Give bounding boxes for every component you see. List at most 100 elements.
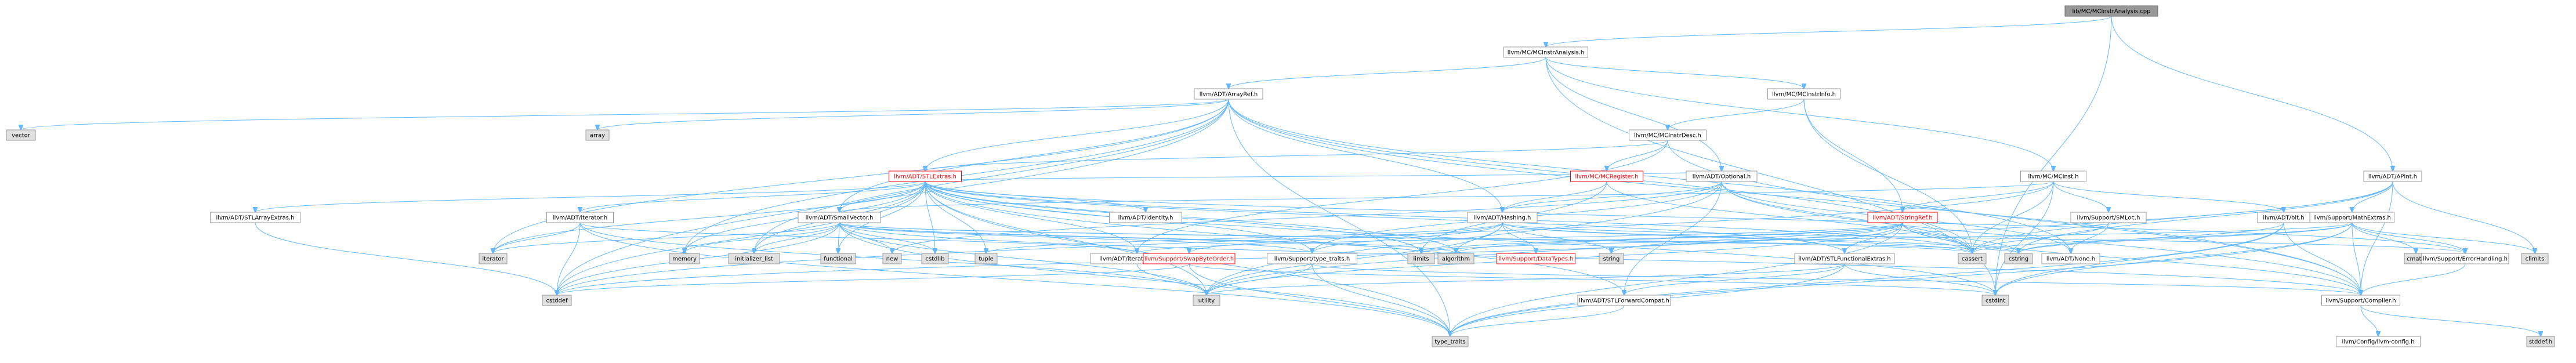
node-box [2004, 253, 2033, 264]
edge-arrayref_h-to-array [597, 99, 1229, 130]
node-mcregister-h[interactable]: llvm/MC/MCRegister.h [1570, 170, 1643, 182]
edge-stringref_h-to-string [1611, 222, 1903, 253]
node-box [1867, 212, 1938, 223]
node-stlarrayextras-h[interactable]: llvm/ADT/STLArrayExtras.h [210, 212, 300, 223]
node-box [1794, 253, 1895, 264]
edge-hashing_h-to-type_traits_h [1312, 222, 1503, 253]
node-datatypes-h[interactable]: llvm/Support/DataTypes.h [1497, 253, 1575, 264]
node-label: llvm/ADT/StringRef.h [1872, 215, 1932, 222]
edge-mcinstrdesc_h-to-mcregister_h [1607, 140, 1668, 171]
edge-stlextras_h-to-iterator_range_h [925, 181, 1137, 253]
edge-optional_h-to-utility [1207, 181, 1722, 295]
node-label: llvm/MC/MCInstrDesc.h [1634, 133, 1701, 139]
node-stlforwardcompat-h[interactable]: llvm/ADT/STLForwardCompat.h [1577, 295, 1671, 306]
node-box [2336, 336, 2421, 347]
edge-smallvector_h-to-limits [839, 222, 1421, 253]
edge-iterator_range_h-to-utility [1136, 263, 1207, 295]
edge-root-to-apint_h [2111, 16, 2393, 171]
node-box [1570, 170, 1643, 182]
node-label: llvm/ADT/ArrayRef.h [1200, 92, 1258, 98]
node-array: array [585, 129, 610, 141]
edge-iterator_h-to-type_traits [579, 222, 1450, 336]
node-box [1503, 46, 1588, 58]
edge-smloc_h-to-none_h [2071, 222, 2109, 253]
node-label: llvm/ADT/STLExtras.h [894, 174, 957, 180]
node-box [1437, 253, 1474, 264]
node-label: llvm/ADT/identity.h [1118, 215, 1173, 222]
node-box [820, 253, 856, 264]
node-stlfunctionalextras-h[interactable]: llvm/ADT/STLFunctionalExtras.h [1794, 253, 1895, 264]
node-arrayref-h[interactable]: llvm/ADT/ArrayRef.h [1194, 88, 1263, 100]
edge-stringref_h-to-cstring [1902, 222, 2019, 253]
edge-arrayref_h-to-stlextras_h [925, 99, 1229, 171]
edge-mcinst_h-to-smloc_h [2053, 181, 2108, 212]
edge-mcinst_h-to-stringref_h [1903, 181, 2054, 212]
node-stlextras-h[interactable]: llvm/ADT/STLExtras.h [889, 170, 962, 182]
node-optional-h[interactable]: llvm/ADT/Optional.h [1686, 170, 1758, 182]
node-stringref-h[interactable]: llvm/ADT/StringRef.h [1867, 212, 1938, 223]
node-label: llvm/ADT/SmallVector.h [806, 215, 874, 222]
node-new: new [882, 253, 902, 264]
node-mcinstranalysis-h[interactable]: llvm/MC/MCInstrAnalysis.h [1503, 46, 1588, 58]
node-initializer-list: initializer_list [728, 253, 780, 264]
edge-optional_h-to-cassert [1721, 181, 1972, 253]
node-label: cstddef [546, 298, 568, 304]
node-box [1599, 253, 1624, 264]
node-box [2321, 295, 2400, 306]
node-root[interactable]: lib/MC/MCInstrAnalysis.cpp [2064, 5, 2158, 17]
node-llvm-config-h[interactable]: llvm/Config/llvm-config.h [2336, 336, 2421, 347]
edge-mcinstranalysis_h-to-optional_h [1545, 57, 1722, 171]
edge-mcinst_h-to-cassert [1972, 181, 2054, 253]
edge-mcinst_h-to-smallvector_h [839, 181, 2054, 212]
node-label: llvm/Support/ErrorHandling.h [2423, 256, 2508, 263]
node-swapbyteorder-h[interactable]: llvm/Support/SwapByteOrder.h [1143, 253, 1236, 264]
node-algorithm: algorithm [1437, 253, 1474, 264]
edge-arrayref_h-to-cstddef [557, 99, 1229, 295]
node-label: cstdint [1986, 298, 2005, 304]
edge-swapbyteorder_h-to-cstdint [1189, 263, 1995, 295]
edge-optional_h-to-new [892, 181, 1722, 253]
node-label: llvm/MC/MCInst.h [2028, 174, 2078, 180]
edge-mcregister_h-to-hashing_h [1502, 181, 1607, 212]
node-identity-h[interactable]: llvm/ADT/identity.h [1109, 212, 1182, 223]
edge-stlfunctionalextras_h-to-stlforwardcompat_h [1624, 263, 1845, 295]
edge-swapbyteorder_h-to-cstddef [557, 263, 1190, 295]
node-label: llvm/MC/MCInstrAnalysis.h [1508, 50, 1584, 56]
node-mcinstrdesc-h[interactable]: llvm/MC/MCInstrDesc.h [1629, 129, 1707, 141]
node-label: initializer_list [735, 256, 773, 263]
node-mcinstrinfo-h[interactable]: llvm/MC/MCInstrInfo.h [1767, 88, 1840, 100]
node-smallvector-h[interactable]: llvm/ADT/SmallVector.h [798, 212, 881, 223]
node-label: lib/MC/MCInstrAnalysis.cpp [2073, 9, 2151, 15]
node-iterator-h[interactable]: llvm/ADT/iterator.h [546, 212, 614, 223]
edge-hashing_h-to-errorhandling_h [1502, 222, 2465, 253]
edge-mcinstrinfo_h-to-stringref_h [1803, 99, 1903, 212]
node-stddef-h: stddef.h [2526, 336, 2555, 347]
node-label: type_traits [1434, 339, 1465, 346]
edge-apint_h-to-compiler_h [2361, 181, 2393, 295]
edge-stlextras_h-to-utility [925, 181, 1207, 295]
node-apint-h[interactable]: llvm/ADT/APInt.h [2363, 170, 2422, 182]
node-box [2257, 212, 2310, 223]
node-iterator: iterator [479, 253, 508, 264]
node-bit-h[interactable]: llvm/ADT/bit.h [2257, 212, 2310, 223]
edge-mcinst_h-to-bit_h [2053, 181, 2284, 212]
node-label: vector [12, 133, 31, 139]
node-mcinst-h[interactable]: llvm/MC/MCInst.h [2020, 170, 2086, 182]
node-compiler-h[interactable]: llvm/Support/Compiler.h [2321, 295, 2400, 306]
edge-stlextras_h-to-algorithm [925, 181, 1456, 253]
edge-stlextras_h-to-identity_h [925, 181, 1146, 212]
edge-mcinstranalysis_h-to-mcinst_h [1545, 57, 2053, 171]
edge-mcinstranalysis_h-to-cstdint [1545, 57, 1995, 295]
node-none-h[interactable]: llvm/ADT/None.h [2041, 253, 2100, 264]
node-type-traits-h[interactable]: llvm/Support/type_traits.h [1267, 253, 1357, 264]
node-box [1143, 253, 1236, 264]
edge-hashing_h-to-tuple [986, 222, 1503, 253]
edge-apint_h-to-cstring [2019, 181, 2393, 253]
node-hashing-h[interactable]: llvm/ADT/Hashing.h [1467, 212, 1538, 223]
node-label: array [590, 133, 605, 139]
node-mathextras-h[interactable]: llvm/Support/MathExtras.h [2310, 212, 2394, 223]
node-smloc-h[interactable]: llvm/Support/SMLoc.h [2070, 212, 2147, 223]
node-box [6, 129, 36, 141]
edge-apint_h-to-mathextras_h [2352, 181, 2393, 212]
node-errorhandling-h[interactable]: llvm/Support/ErrorHandling.h [2421, 253, 2509, 264]
